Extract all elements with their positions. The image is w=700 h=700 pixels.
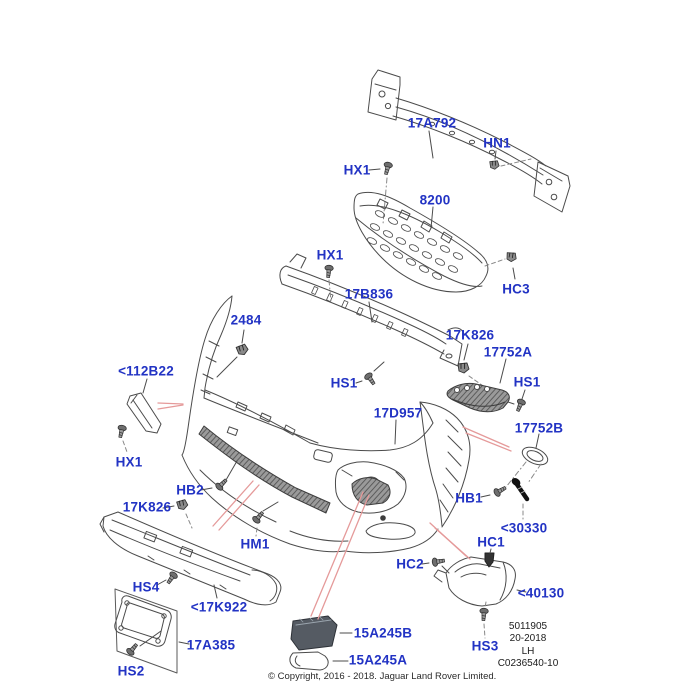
part-15a245a-bezel-drawing xyxy=(289,651,349,671)
hm1-screw-icon xyxy=(250,509,267,526)
callout-17752b[interactable]: 17752B xyxy=(514,420,564,436)
callout-hs1-left[interactable]: HS1 xyxy=(330,375,358,391)
part-17d957-bumper-cover-drawing xyxy=(181,295,471,554)
callout-8200[interactable]: 8200 xyxy=(419,192,451,208)
hs1-bolt-icon xyxy=(513,397,527,414)
hx1-bolt-icon xyxy=(115,424,128,439)
callout-hx1-mid[interactable]: HX1 xyxy=(316,247,344,263)
drawing-number: 5011905 xyxy=(508,621,548,632)
17k826-clip-icon xyxy=(457,362,470,374)
copyright-notice: © Copyright, 2016 - 2018. Jaguar Land Ro… xyxy=(268,671,497,682)
callout-hs2[interactable]: HS2 xyxy=(117,663,145,679)
callout-hc1[interactable]: HC1 xyxy=(477,534,505,550)
part-17a385-plate-bracket-drawing xyxy=(114,588,190,674)
callout-17k826-right[interactable]: 17K826 xyxy=(445,327,495,343)
30330-bolt-icon xyxy=(511,478,530,502)
part-8200-grille-drawing xyxy=(353,191,489,293)
callout-hb2[interactable]: HB2 xyxy=(176,482,204,498)
hs3-screw-icon xyxy=(478,607,489,622)
callout-hc3[interactable]: HC3 xyxy=(502,281,530,297)
hc3-clip-icon xyxy=(505,251,518,263)
callout-15a245b[interactable]: 15A245B xyxy=(353,625,413,641)
callout-2484[interactable]: 2484 xyxy=(230,312,262,328)
pink-leader-lines xyxy=(157,402,512,620)
hs4-screw-icon xyxy=(164,570,180,586)
callout-hn1[interactable]: HN1 xyxy=(483,135,511,151)
callout-17k922[interactable]: <17K922 xyxy=(190,599,248,615)
hx1-bolt-icon xyxy=(323,264,335,279)
part-15a245b-bezel-drawing xyxy=(290,615,353,651)
callout-hs4[interactable]: HS4 xyxy=(132,579,160,595)
callout-hx1-bottom[interactable]: HX1 xyxy=(115,454,143,470)
hc1-clip-icon xyxy=(484,552,495,568)
17k826-clip-icon xyxy=(176,498,189,511)
callout-hb1[interactable]: HB1 xyxy=(455,490,483,506)
callout-15a245a[interactable]: 15A245A xyxy=(348,652,408,668)
callout-hs3[interactable]: HS3 xyxy=(471,638,499,654)
callout-hx1-top[interactable]: HX1 xyxy=(343,162,371,178)
drawing-reference: C0236540-10 xyxy=(497,658,559,670)
callout-30330[interactable]: <30330 xyxy=(500,520,548,536)
2484-clip-icon xyxy=(235,343,250,357)
callout-hm1[interactable]: HM1 xyxy=(240,536,270,552)
hc2-bolt-icon xyxy=(431,555,446,568)
drawing-hand-code: LH xyxy=(521,645,535,657)
callout-hs1-right[interactable]: HS1 xyxy=(513,374,541,390)
part-17752a-trim-drawing xyxy=(446,358,510,413)
hn1-clip-icon xyxy=(489,160,500,170)
hb1-bolt-icon xyxy=(492,483,509,498)
part-112b22-reflector-drawing xyxy=(126,378,162,434)
callout-17k826-left[interactable]: 17K826 xyxy=(122,499,172,515)
callout-17752a[interactable]: 17752A xyxy=(483,344,533,360)
part-17752b-grommet-drawing xyxy=(521,433,549,466)
part-17k922-undertray-drawing xyxy=(99,511,282,606)
part-17b836-lower-reinforcement-drawing xyxy=(279,253,465,367)
part-40130-bracket-drawing xyxy=(433,556,527,607)
callout-17b836[interactable]: 17B836 xyxy=(344,286,394,302)
callout-hc2[interactable]: HC2 xyxy=(396,556,424,572)
drawing-date-code: 20-2018 xyxy=(509,633,547,645)
drawing-info-block: 5011905 20-2018 LH C0236540-10 xyxy=(498,621,559,671)
callout-17d957[interactable]: 17D957 xyxy=(373,405,423,421)
callout-112b22[interactable]: <112B22 xyxy=(118,363,174,379)
part-17a792-beam-drawing xyxy=(367,69,571,213)
callout-17a792[interactable]: 17A792 xyxy=(407,115,457,131)
hs2-screw-icon xyxy=(124,641,141,658)
callout-17a385[interactable]: 17A385 xyxy=(186,637,236,653)
hs1-bolt-icon xyxy=(362,371,378,387)
callout-40130[interactable]: <40130 xyxy=(517,585,565,601)
hx1-bolt-icon xyxy=(381,160,394,176)
